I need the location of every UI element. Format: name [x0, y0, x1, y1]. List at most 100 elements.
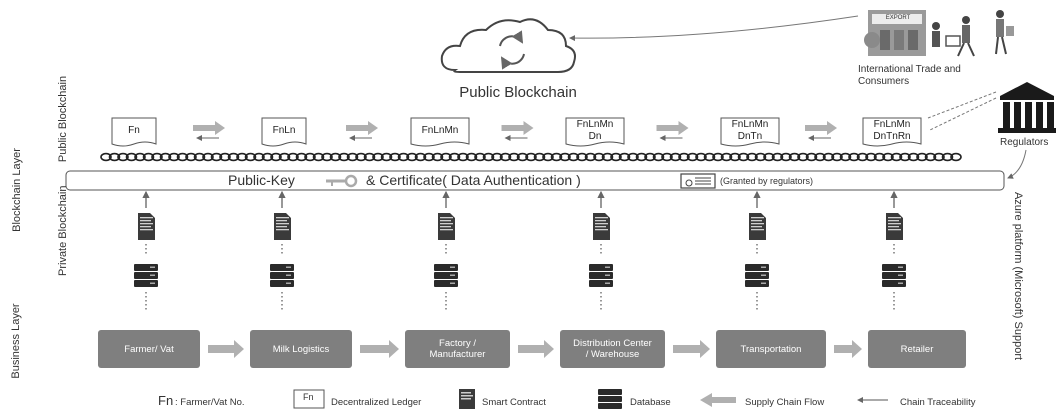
chain-link [227, 152, 240, 162]
supply-flow-arrow [673, 340, 710, 358]
legend-contract-icon [459, 389, 475, 409]
supply-flow-arrow [834, 340, 862, 358]
chain-link [584, 152, 597, 162]
legend-fn-key: Fn [158, 393, 174, 408]
chain-link [933, 152, 945, 162]
chain-link [457, 152, 469, 162]
chain-link [117, 152, 129, 162]
chain-link [899, 152, 911, 162]
authentication-bar [65, 170, 1005, 191]
public-blockchain-label: Public Blockchain [57, 75, 69, 163]
ledger-flow-arrow [656, 121, 689, 141]
chain-link [805, 152, 818, 162]
smart-contract-icon [138, 213, 155, 240]
chain-link [618, 152, 631, 162]
trade-consumers-illustration [864, 10, 1014, 57]
auth-public-key: Public-Key [228, 172, 295, 188]
chain-link [287, 152, 299, 162]
chain-link [253, 152, 265, 162]
chain-link [916, 152, 928, 162]
chain-link [890, 152, 903, 162]
chain-link [703, 152, 716, 162]
regulators-label: Regulators [1000, 137, 1049, 148]
chain-link [525, 152, 537, 162]
chain-link [678, 152, 690, 162]
ledger-flow-arrow [805, 121, 837, 141]
ledger-doc-icon [720, 117, 780, 147]
chain-link [491, 152, 503, 162]
chain-link [193, 152, 206, 162]
supply-chain-stage: Milk Logistics [250, 330, 352, 368]
chain-link [848, 152, 860, 162]
chain-link [295, 152, 308, 162]
chain-link [329, 152, 342, 162]
layer-blockchain-label: Blockchain Layer [11, 148, 23, 232]
chain-link [312, 152, 325, 162]
azure-support-label: Azure platform (Microsoft) Support [1012, 191, 1024, 361]
chain-link [423, 152, 435, 162]
chain-link [508, 152, 520, 162]
chain-link [440, 152, 452, 162]
legend-supply-label: Supply Chain Flow [745, 397, 825, 408]
chain-link [652, 152, 665, 162]
chain-link [839, 152, 852, 162]
chain-link [601, 152, 614, 162]
key-icon [326, 174, 358, 188]
chain-link [729, 152, 741, 162]
legend-trace-label: Chain Traceability [900, 397, 976, 408]
auth-granted-text: (Granted by regulators) [720, 176, 814, 186]
page-title: Public Blockchain [459, 84, 577, 101]
chain-link [414, 152, 427, 162]
chain-link [797, 152, 809, 162]
chain-link [372, 152, 384, 162]
ledger-row [111, 117, 922, 147]
chain-link [278, 152, 291, 162]
regulators-building-icon [998, 82, 1056, 133]
chain-link [661, 152, 673, 162]
chain-link [720, 152, 733, 162]
supply-flow-arrow [208, 340, 244, 358]
chain-link [763, 152, 775, 162]
legend-supply-arrow [700, 393, 736, 407]
legend-ledger-icon-text: Fn [303, 392, 314, 402]
smart-contract-icon [749, 213, 766, 240]
supply-chain-arrows [208, 340, 862, 358]
chain-link [389, 152, 401, 162]
chain-link [142, 152, 155, 162]
chain-link [924, 152, 937, 162]
chain-link [814, 152, 826, 162]
chain-link [448, 152, 461, 162]
chain-link [822, 152, 835, 162]
supply-chain-stage: Factory /Manufacturer [405, 330, 510, 368]
chain-link [321, 152, 333, 162]
chain-link [185, 152, 197, 162]
chain-link [882, 152, 894, 162]
chain-link [499, 152, 512, 162]
chain-link [610, 152, 622, 162]
supply-chain-stage: Transportation [716, 330, 826, 368]
database-icon [882, 264, 906, 287]
ledger-label: FnLn [272, 125, 296, 136]
supply-chain-stage: Retailer [868, 330, 966, 368]
ledger-flow-arrow [193, 121, 225, 141]
ledger-doc-icon [111, 117, 157, 147]
ledger-doc-icon [410, 117, 470, 147]
chain-link [746, 152, 758, 162]
chain-link [737, 152, 750, 162]
smart-contract-icon [274, 213, 291, 240]
database-icon [134, 264, 158, 287]
smart-contract-icon [886, 213, 903, 240]
chain-link [873, 152, 886, 162]
chain-link [244, 152, 257, 162]
supply-flow-arrow [518, 340, 554, 358]
chain-link [856, 152, 869, 162]
database-icon [270, 264, 294, 287]
chain-link [159, 152, 172, 162]
ledger-label: Fn [128, 125, 140, 136]
supply-chain-stage: Farmer/ Vat [98, 330, 200, 368]
chain-link [397, 152, 410, 162]
database-icon [589, 264, 613, 287]
ledger-arrows [193, 121, 837, 141]
supply-flow-arrow [360, 340, 399, 358]
